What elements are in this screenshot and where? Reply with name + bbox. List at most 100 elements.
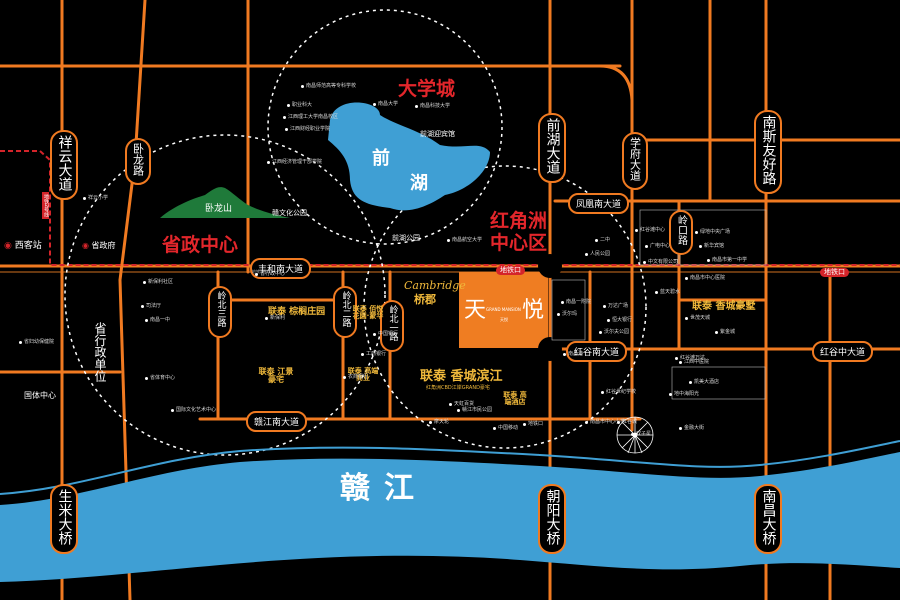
poi-label: 新保利社区 (148, 279, 174, 285)
project-block (459, 272, 548, 348)
poi-dot (83, 197, 86, 200)
poi-dot (301, 85, 304, 88)
project-zongxiang: 联泰 棕榈庄园 (268, 307, 326, 317)
road-label-honggunan: 红谷南大道 (566, 341, 628, 362)
project-xiangcheng: 联泰 香城滨江 (420, 369, 503, 384)
poi-label: 中国移动 (498, 425, 519, 431)
station-icon: ◉ (4, 241, 12, 251)
poi-dot (429, 421, 432, 424)
poi-label: 南昌师范高等专科学校 (306, 83, 357, 89)
road-label-fenghuang: 凤凰南大道 (568, 193, 630, 214)
poi-dot (685, 277, 688, 280)
poi-label: 红谷世纪学校 (606, 389, 637, 395)
poi-dot (255, 273, 258, 276)
label-shengxingzheng: 省行政单位 (93, 322, 107, 382)
poi-label: 广电中心 (650, 243, 671, 249)
project-char-right: 悦 (522, 298, 545, 323)
zone-university: 大学城 (398, 78, 456, 100)
zone-hongjiaozhou-2: 中心区 (490, 232, 548, 254)
poi-label: 绿地中央广场 (700, 229, 731, 235)
poi-label: 南昌市第一中学 (712, 257, 748, 263)
road-label-ganjiang: 赣江南大道 (246, 411, 308, 432)
river-ganjiang (0, 452, 900, 582)
poi-label: 红谷滩中心 (640, 227, 666, 233)
poi-dot (361, 353, 364, 356)
poi-dot (599, 331, 602, 334)
metro-line-red (0, 150, 900, 266)
poi-dot (563, 353, 566, 356)
poi-dot (493, 427, 496, 430)
poi-dot (283, 116, 286, 119)
station-icon: ◉ (82, 241, 89, 250)
poi-dot (343, 376, 346, 379)
circle-univ (267, 9, 503, 245)
poi-label: 农商银行 (348, 374, 369, 380)
poi-dot (699, 245, 702, 248)
poi-dot (617, 421, 620, 424)
road-label-chaoyang: 朝阳大桥 (538, 484, 566, 554)
poi-dot (145, 319, 148, 322)
ferris-wheel (616, 416, 654, 454)
poi-label: 省体育中心 (150, 375, 176, 381)
poi-dot (707, 259, 710, 262)
node-bottom (538, 337, 562, 361)
poi-dot (607, 319, 610, 322)
poi-label: 江西中医院 (684, 359, 710, 365)
poi-label: 二中 (600, 237, 611, 243)
road-label-shengmi: 生米大桥 (50, 484, 78, 554)
road-label-lingkou: 岭口路 (669, 210, 693, 255)
station-xike: ◉ 西客站 (4, 241, 42, 251)
poi-label: 红谷城 (622, 419, 638, 425)
lake-name-2: 湖 (410, 173, 428, 194)
area-guoti: 国体中心 (24, 391, 56, 400)
project-mid-text: GRAND MANSION (486, 307, 521, 312)
poi-dot (447, 239, 450, 242)
poi-dot (595, 239, 598, 242)
poi-label: 南昌科技大学 (420, 103, 451, 109)
poi-dot (601, 391, 604, 394)
poi-dot (585, 421, 588, 424)
poi-dot (143, 281, 146, 284)
poi-label: 南昌市中心小学 (590, 419, 626, 425)
poi-label: 南昌市中心医院 (690, 275, 726, 281)
road-label-nanchang: 南昌大桥 (754, 484, 782, 554)
river-name: 赣江 (340, 471, 428, 506)
poi-dot (669, 393, 672, 396)
poi-label: 南昌航空大学 (452, 237, 483, 243)
poi-label: 新保利 (270, 315, 286, 321)
metro-line-label-2: 地铁1号线 (252, 269, 271, 274)
poi-label: 职业科大 (292, 102, 313, 108)
project-mid-sub: 天悦 (500, 317, 508, 322)
poi-dot (675, 357, 678, 360)
road-label-lingbei3: 岭北三路 (208, 286, 232, 338)
poi-dot (603, 305, 606, 308)
node-top (538, 254, 562, 278)
poi-label: 工商银行 (366, 351, 387, 357)
project-char-left: 天 (464, 298, 487, 323)
poi-label: 恒大银行 (612, 317, 633, 323)
project-cambridge-script: Cambridge (404, 279, 466, 292)
project-boxin: 联泰 佰悦花園·蒙华 (352, 305, 384, 320)
poi-label: 紫金城 (720, 329, 736, 335)
poi-label: 新华宾馆 (704, 243, 725, 249)
metro-label-left: 地铁口 (496, 266, 525, 275)
poi-dot (645, 245, 648, 248)
poi-dot (373, 333, 376, 336)
project-gaoshang: 联泰 高端商业 (347, 367, 379, 382)
poi-label: 蓝天碧水 (660, 289, 681, 295)
poi-label: 凯美大酒店 (694, 379, 720, 385)
project-chunmaiyuan: 联泰 香城豪墅 (692, 301, 756, 312)
poi-dot (373, 103, 376, 106)
poi-dot (265, 317, 268, 320)
road-label-xuefu: 学府大道 (622, 132, 648, 190)
poi-label: 万达广场 (608, 303, 629, 309)
poi-label: 金融大街 (684, 425, 705, 431)
road-label-xiangyun: 祥云大道 (50, 130, 78, 200)
poi-dot (457, 409, 460, 412)
poi-label: 江西理工大学南昌校区 (288, 114, 339, 120)
station-shengzhengfu: ◉ 省政府 (82, 241, 116, 250)
road-wolong (118, 0, 147, 600)
poi-label: 南昌一附院 (566, 299, 592, 305)
lake-name-1: 前 (372, 148, 390, 169)
